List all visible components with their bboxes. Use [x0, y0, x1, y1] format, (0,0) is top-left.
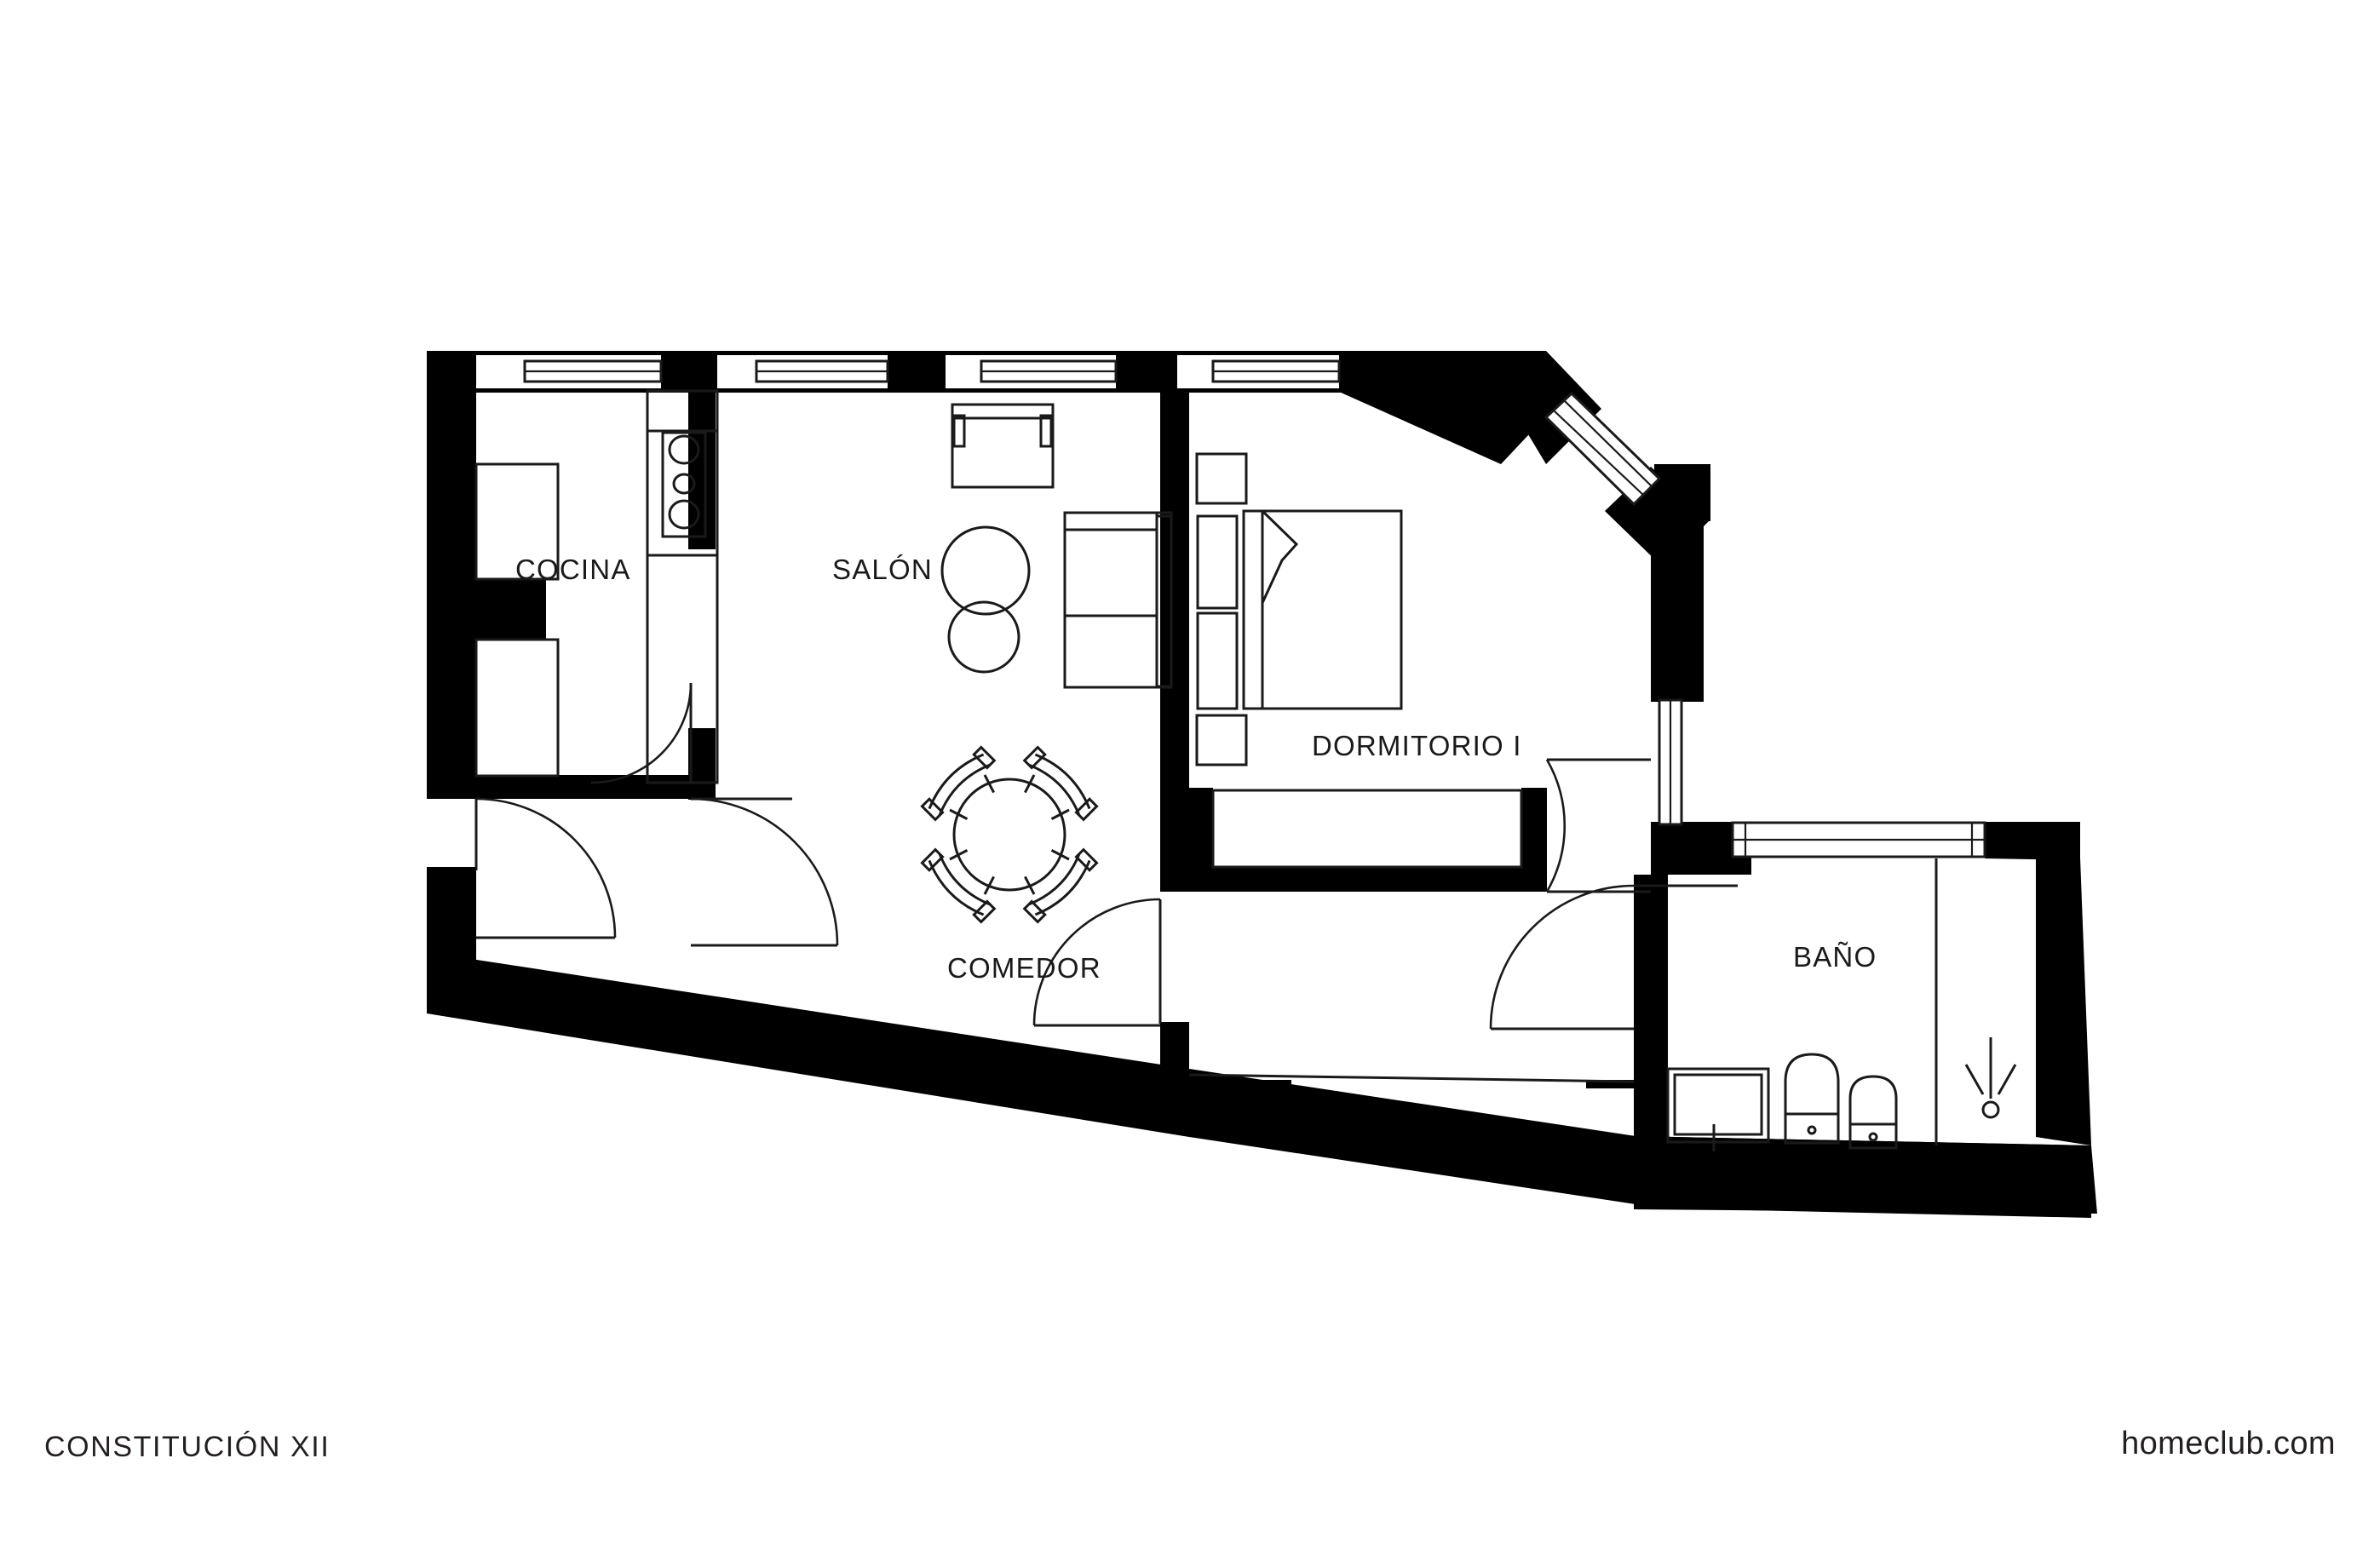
room-label-salon: SALÓN	[832, 554, 933, 585]
cooktop-three-burner	[661, 431, 707, 538]
counter-lower	[474, 638, 560, 778]
room-label-comedor: COMEDOR	[947, 952, 1101, 984]
cooktop-burner-1	[668, 434, 700, 465]
sink	[1666, 1067, 1770, 1151]
round-dining-table	[952, 778, 1066, 892]
room-label-cocina: COCINA	[515, 554, 631, 585]
wall-bano-ne-corner	[1985, 822, 2080, 860]
wall-bano-west	[1634, 875, 1668, 1083]
toilet	[1784, 1053, 1840, 1145]
wall-bano-east	[2036, 858, 2091, 1145]
wall-north-outer-line	[427, 351, 1408, 355]
nightstand-bottom	[1195, 714, 1248, 766]
door-entry-left[interactable]	[474, 797, 617, 939]
wall-pillar-n1	[661, 351, 717, 392]
dining-chair-1	[920, 745, 997, 822]
counter-upper	[474, 462, 560, 581]
shower-drain-icon	[1964, 1037, 2017, 1119]
door-group	[474, 682, 1738, 1083]
door-dormitorio[interactable]	[1545, 758, 1651, 893]
wall-south-bano-bottom	[1634, 1136, 2097, 1214]
wall-west-upper	[427, 351, 476, 474]
wall-south-sloped-right	[1189, 1069, 1670, 1209]
comedor-fixtures	[920, 745, 1099, 924]
salon-fixtures	[940, 403, 1173, 689]
nightstand-top	[1195, 452, 1248, 505]
wall-pillar-n2	[888, 351, 946, 392]
door-comedor-hall[interactable]	[1032, 898, 1162, 1027]
wall-west-band	[427, 578, 546, 640]
pillow-left	[1196, 514, 1239, 610]
armchair	[951, 403, 1055, 489]
hall-corridor-line	[1188, 1073, 1635, 1083]
sofa	[1063, 511, 1173, 689]
wall-cocina-salon-divider-lower	[688, 728, 716, 800]
round-side-table-large	[940, 525, 1031, 616]
wardrobe	[1211, 789, 1523, 869]
wall-cocina-south	[427, 775, 691, 799]
wall-group	[427, 351, 2097, 1218]
cooktop-burner-3	[668, 499, 700, 530]
round-side-table-small	[947, 600, 1020, 674]
wall-salon-dorm-divider	[1160, 423, 1189, 866]
wall-hall-south-line2	[1586, 1080, 1639, 1088]
cooktop-burner-2	[672, 473, 696, 495]
wall-salon-dorm-divider-low	[1160, 866, 1189, 892]
wall-corner-ne	[1339, 351, 1544, 464]
double-bed	[1242, 509, 1403, 710]
wall-dorm-closet-right	[1521, 788, 1547, 892]
room-label-dormitorio-1: DORMITORIO I	[1312, 730, 1522, 761]
bed-blanket-fold	[1261, 509, 1299, 709]
room-label-bano: BAÑO	[1793, 941, 1877, 973]
cocina-fixtures	[474, 389, 719, 784]
door-bano[interactable]	[1489, 884, 1738, 1030]
wall-south-sloped-main	[427, 952, 1189, 1137]
dining-chair-2	[1022, 745, 1099, 822]
window-group	[523, 359, 1986, 858]
wall-dorm-east-upper	[1651, 513, 1704, 702]
wall-north-inner-line	[427, 388, 1408, 393]
dining-chair-3	[920, 847, 997, 924]
dormitorio-fixtures	[1195, 452, 1523, 869]
wall-pillar-n3	[1116, 351, 1177, 392]
room-label-group: COCINA SALÓN DORMITORIO I COMEDOR BAÑO	[515, 554, 1877, 984]
wall-pillar-entry-left	[427, 867, 476, 962]
wall-south-sloped-left-cap	[427, 952, 476, 1013]
bano-fixtures	[1666, 858, 2017, 1151]
site-url: homeclub.com	[2121, 1426, 2336, 1461]
wall-cocina-salon-divider	[688, 391, 716, 549]
door-cocina-interior[interactable]	[590, 682, 693, 784]
bidet	[1848, 1075, 1898, 1150]
window-dormitorio-diagonal	[1544, 391, 1662, 507]
project-title: CONSTITUCIÓN XII	[44, 1431, 331, 1463]
tall-cabinet	[646, 389, 719, 784]
door-hall-middle[interactable]	[690, 797, 839, 947]
pillow-right	[1196, 611, 1239, 710]
wall-dorm-closet-left	[1189, 788, 1213, 892]
dining-chair-4	[1022, 847, 1099, 924]
wall-dorm-south	[1189, 866, 1547, 892]
